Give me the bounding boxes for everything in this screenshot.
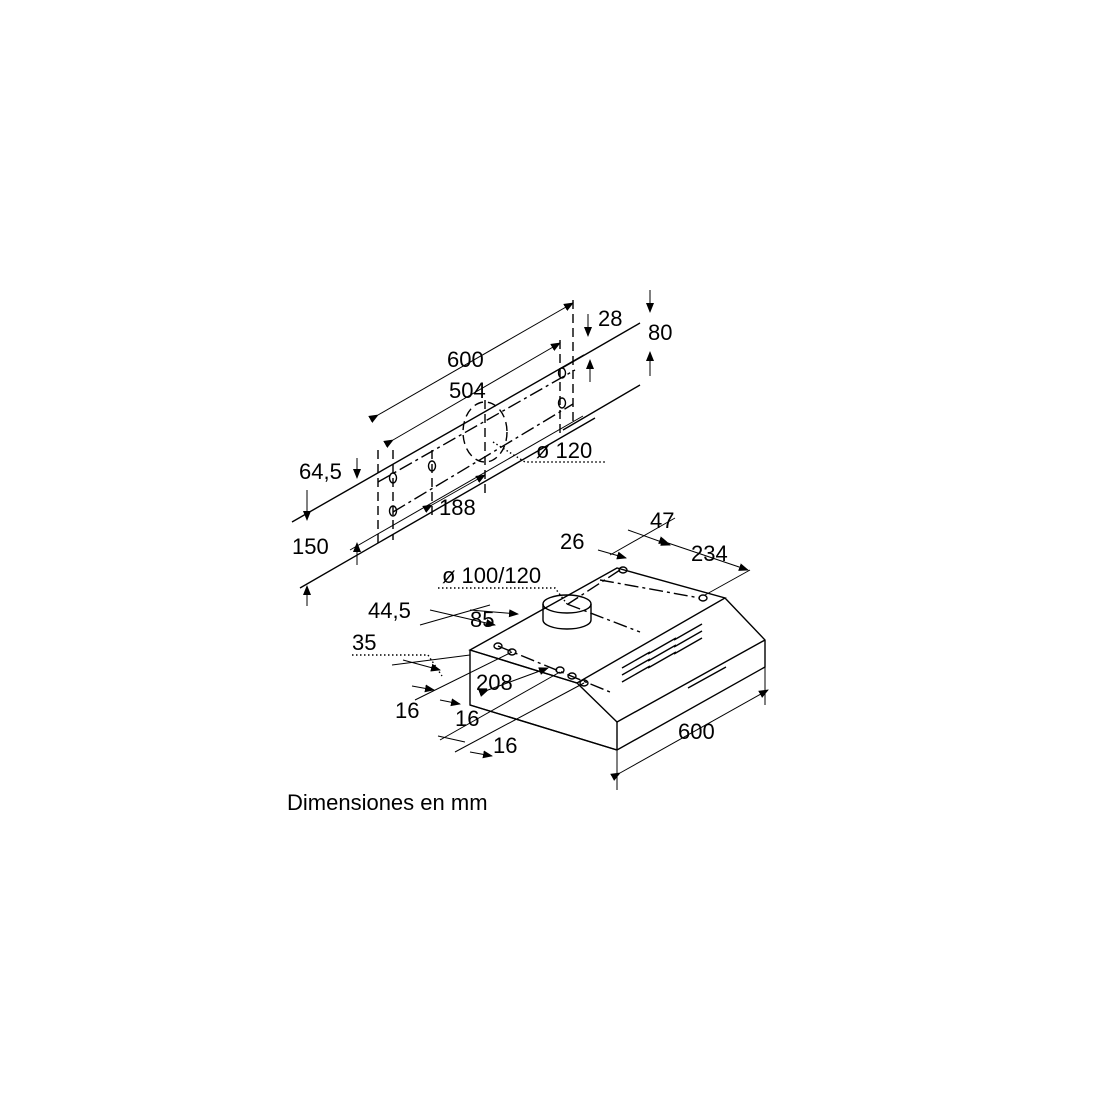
dim-16-c-line	[469, 750, 493, 759]
ext-left-1	[419, 604, 491, 626]
dim-504-line	[383, 342, 561, 448]
dim-outlet-label: ø 100/120	[442, 563, 541, 588]
dim-26-label: 26	[560, 529, 584, 554]
dim-64-label: 64,5	[299, 459, 342, 484]
hood-bottom-left	[469, 704, 618, 751]
dim-234-label: 234	[691, 541, 728, 566]
duct-leader	[492, 441, 605, 463]
dim-208-line	[478, 667, 549, 697]
dim-35-line	[402, 659, 441, 672]
wall-bracket-drawing	[291, 290, 654, 606]
vent-grille	[621, 623, 727, 689]
dim-188-line	[422, 474, 486, 513]
dim-600-hood-label: 600	[678, 719, 715, 744]
dim-150-label: 150	[292, 534, 329, 559]
hood-hole-4	[507, 648, 517, 656]
hood-center-line-1	[599, 579, 701, 599]
hood-drawing	[352, 517, 769, 790]
dim-208-label: 208	[476, 670, 513, 695]
dim-16-c-label: 16	[493, 733, 517, 758]
dim-28-label: 28	[598, 306, 622, 331]
dim-16-a-line	[411, 684, 435, 693]
ext-left-5	[454, 682, 585, 753]
screw-hole-2	[388, 505, 398, 517]
ext-left-2	[391, 654, 471, 666]
hood-hole-5	[555, 666, 565, 674]
ext-16-c	[437, 735, 466, 743]
ext-47	[609, 517, 676, 556]
dim-duct-label: ø 120	[536, 438, 592, 463]
dim-85-label: 85	[470, 607, 494, 632]
outlet-leader	[438, 587, 568, 605]
hood-front-edge	[576, 639, 766, 723]
dim-600-label: 600	[447, 347, 484, 372]
hood-center-line-4	[567, 569, 621, 605]
wall-line-3	[561, 322, 641, 369]
screw-hole-3	[427, 460, 437, 472]
dim-188-label: 188	[439, 495, 476, 520]
dim-44-label: 44,5	[368, 598, 411, 623]
dim-44-line	[429, 609, 496, 627]
caption: Dimensiones en mm	[287, 790, 488, 815]
hood-hole-3	[493, 642, 503, 650]
dim-35-leader	[352, 654, 443, 677]
dim-600-hood-line	[610, 689, 769, 781]
dim-85-line	[469, 609, 519, 618]
dim-16-b-label: 16	[455, 706, 479, 731]
hood-hole-6	[567, 672, 577, 680]
dim-47-line	[627, 529, 671, 546]
screw-hole-1	[388, 472, 398, 484]
dim-80-label: 80	[648, 320, 672, 345]
dim-504-label: 504	[449, 378, 486, 403]
wall-line-4	[562, 384, 641, 431]
hood-hole-2	[698, 594, 708, 602]
hood-center-line-2	[566, 603, 641, 633]
dim-16-a-label: 16	[395, 698, 419, 723]
dim-47-label: 47	[650, 508, 674, 533]
hood-left-edge	[469, 649, 578, 684]
dim-16-b-line	[439, 698, 461, 707]
dim-234-line	[658, 536, 749, 571]
wall-line-5	[349, 415, 584, 551]
outlet-bottom	[542, 619, 592, 630]
ext-234	[704, 569, 751, 596]
hood-hole-7	[579, 679, 589, 687]
dim-35-label: 35	[352, 630, 376, 655]
hood-hole-1	[618, 566, 628, 574]
hood-center-line-3	[497, 645, 611, 693]
